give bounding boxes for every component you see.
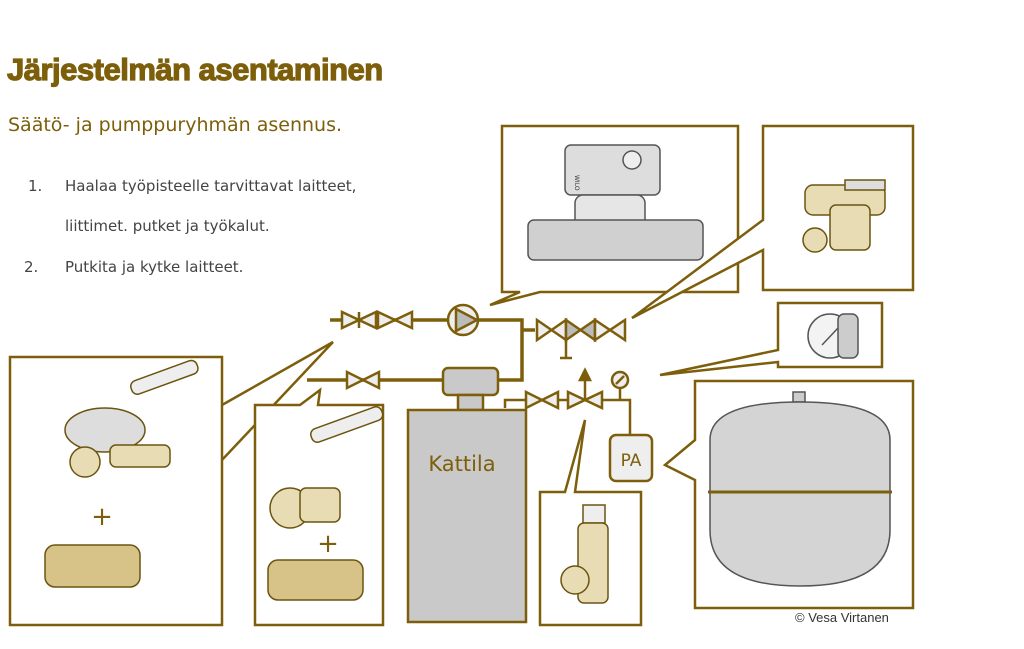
boiler bbox=[406, 408, 528, 624]
ball-valve-picture bbox=[44, 359, 199, 588]
valve-icon bbox=[524, 389, 560, 411]
copyright: © Vesa Virtanen bbox=[795, 610, 889, 625]
step-text: liittimet. putket ja työkalut. bbox=[65, 217, 270, 235]
safety-valve-picture bbox=[560, 504, 609, 604]
valve-icon bbox=[593, 317, 627, 343]
boiler-label: Kattila bbox=[428, 452, 495, 476]
expansion-tank-label: PA bbox=[621, 451, 642, 471]
gauge-picture bbox=[807, 313, 859, 359]
plus-sign: + bbox=[317, 529, 339, 559]
step-number: 2. bbox=[24, 258, 39, 276]
expansion-tank-picture bbox=[708, 391, 892, 587]
expansion-tank-symbol bbox=[608, 433, 654, 483]
page-subtitle: Säätö- ja pumppuryhmän asennus. bbox=[8, 114, 343, 136]
pump-brand: WILO bbox=[573, 175, 580, 191]
step-text: Putkita ja kytke laitteet. bbox=[65, 258, 244, 276]
pump-picture bbox=[527, 144, 704, 261]
boiler-header bbox=[441, 366, 500, 397]
valve-icon bbox=[345, 369, 381, 391]
supply-pipe bbox=[479, 318, 524, 382]
valve-icon bbox=[376, 310, 414, 330]
page-title: Järjestelmän asentaminen bbox=[6, 51, 383, 87]
valve-group-picture bbox=[802, 179, 886, 253]
valve-icon bbox=[535, 317, 568, 343]
callout-valve-group bbox=[631, 124, 915, 320]
plus-sign: + bbox=[91, 502, 113, 532]
valve-icon bbox=[564, 317, 597, 343]
step-number: 1. bbox=[28, 177, 43, 195]
step-text: Haalaa työpisteelle tarvittavat laitteet… bbox=[65, 177, 357, 195]
ball-valve-picture bbox=[267, 406, 384, 601]
